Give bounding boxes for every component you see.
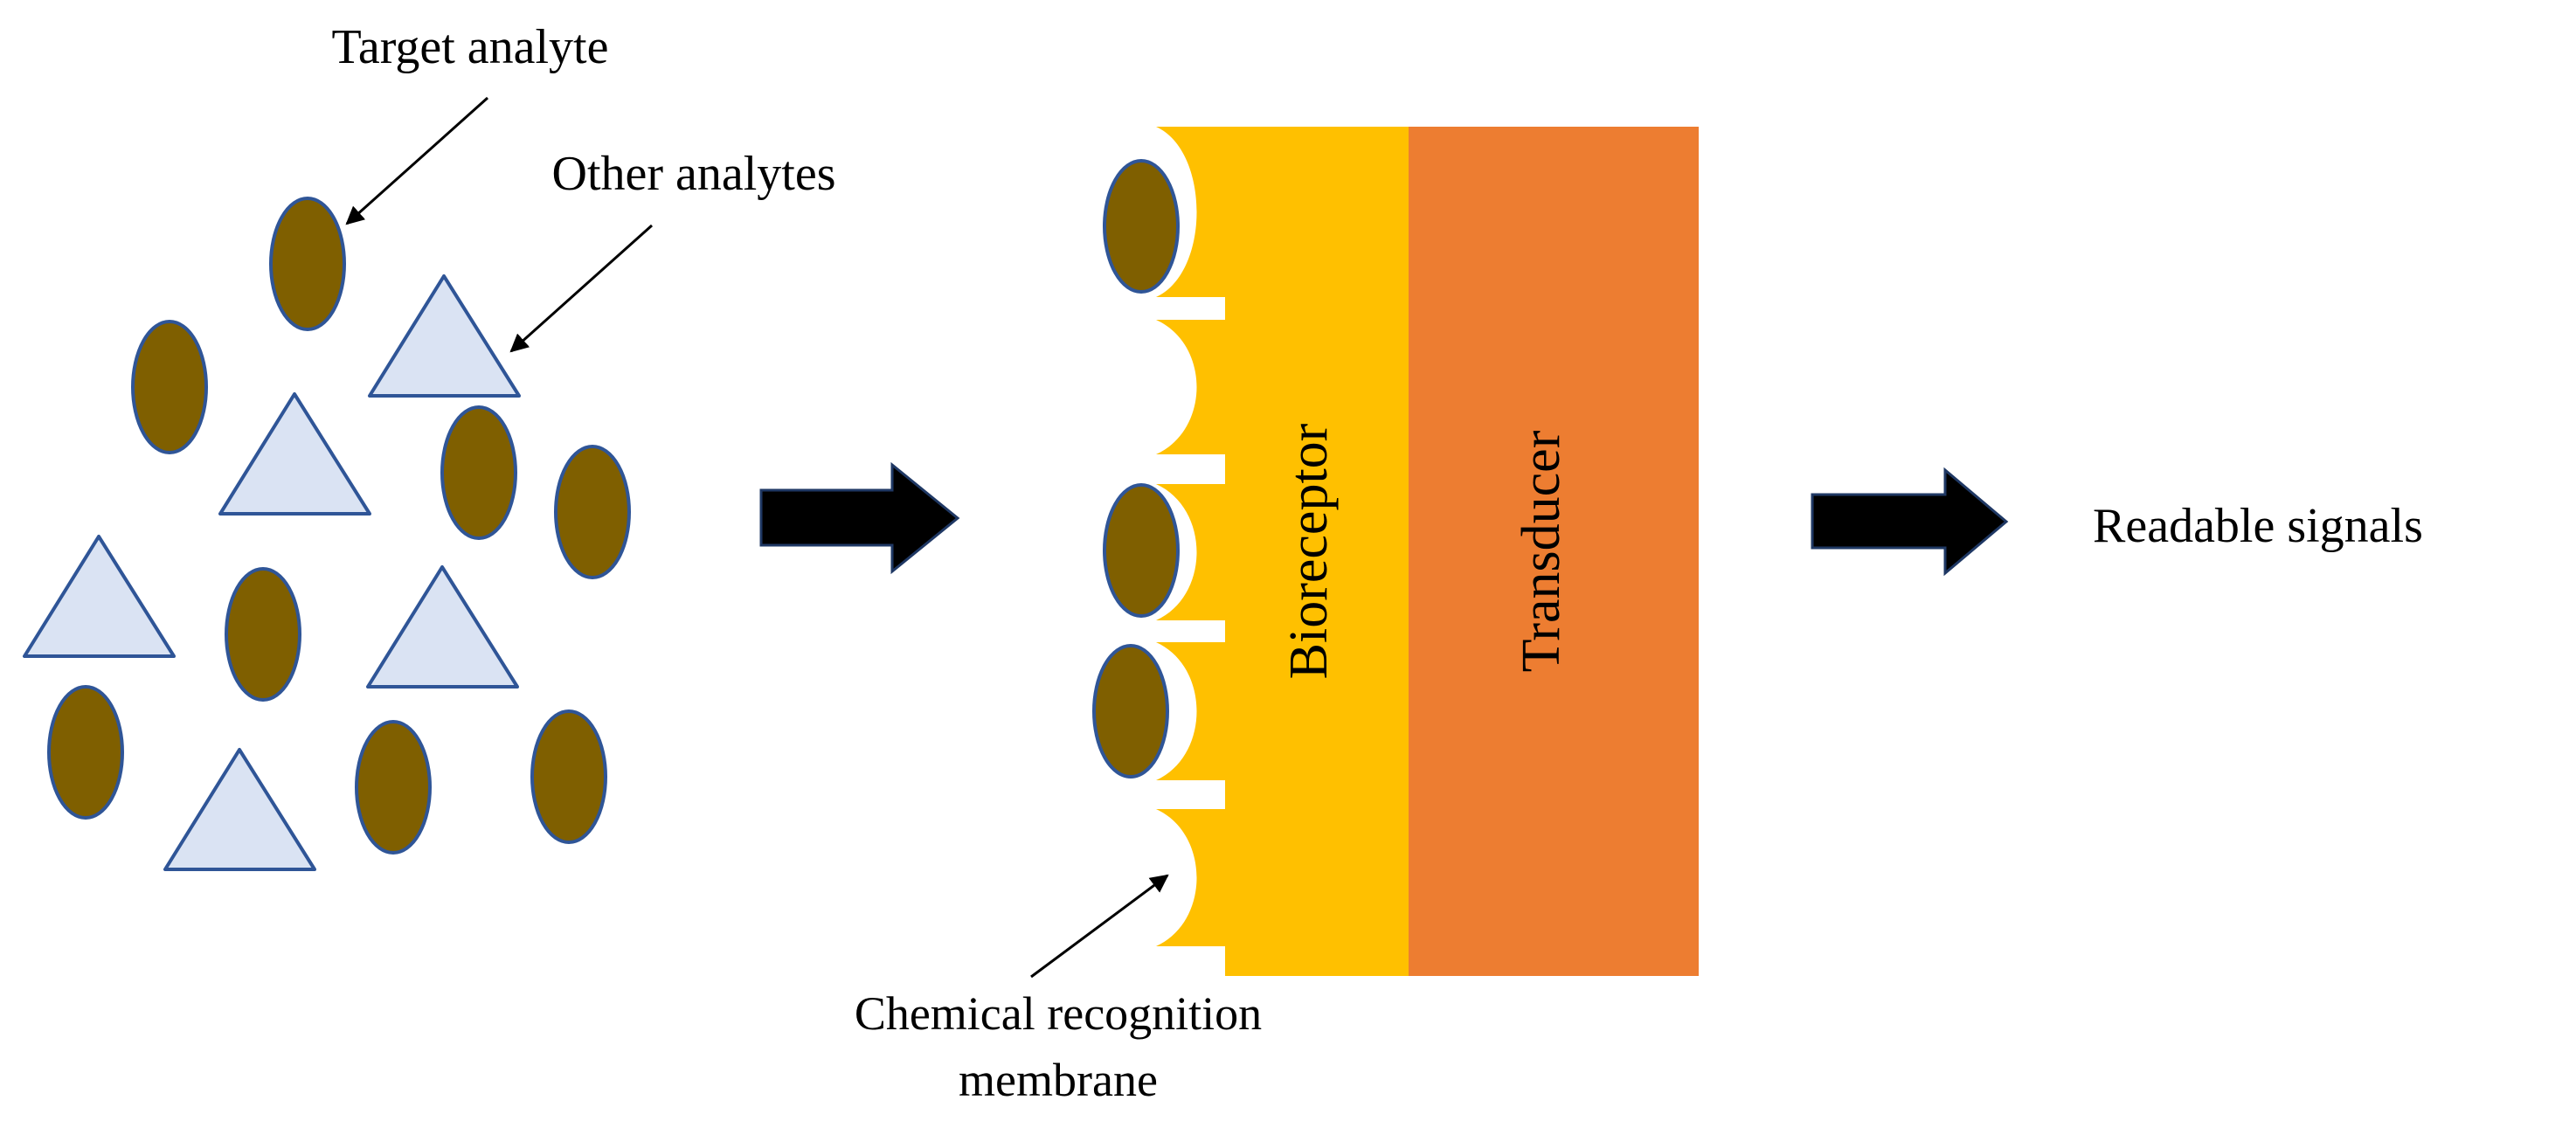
transducer-layer: [1409, 127, 1699, 976]
target-analyte-pointer: [345, 96, 488, 225]
bound-analyte-ellipse: [1103, 483, 1180, 618]
other-analyte-triangle: [163, 748, 316, 871]
target-analyte-ellipse: [530, 709, 607, 844]
other-analyte-triangle: [368, 274, 521, 398]
readable-signals-label: Readable signals: [2093, 499, 2423, 553]
other-analyte-triangle: [218, 392, 371, 516]
target-analyte-ellipse: [225, 567, 301, 702]
target-analyte-ellipse: [269, 197, 346, 331]
target-analyte-ellipse: [47, 685, 124, 820]
flow-arrow-2: [1811, 467, 2009, 577]
membrane-label-line2: membrane: [959, 1054, 1158, 1106]
target-analyte-ellipse: [554, 445, 631, 579]
target-analyte-ellipse: [355, 720, 432, 855]
other-analyte-triangle: [23, 535, 176, 658]
transducer-label: Transducer: [1512, 430, 1571, 672]
flow-arrow-1: [759, 461, 960, 575]
membrane-label-line1: Chemical recognition: [855, 987, 1262, 1040]
analyte-cloud: [23, 197, 631, 871]
bioreceptor-layer: [1156, 127, 1409, 976]
bound-analyte-ellipse: [1092, 644, 1169, 779]
other-analyte-triangle: [366, 565, 519, 689]
membrane-pointer: [1030, 874, 1169, 979]
bioreceptor-label: Bioreceptor: [1279, 423, 1339, 679]
target-analyte-label: Target analyte: [332, 20, 609, 74]
target-analyte-ellipse: [131, 320, 208, 454]
biosensor: Bioreceptor Transducer: [1092, 127, 1699, 976]
other-analytes-label: Other analytes: [552, 147, 836, 201]
other-analytes-pointer: [509, 224, 653, 353]
target-analyte-ellipse: [440, 405, 517, 540]
bound-analyte-ellipse: [1103, 159, 1180, 294]
